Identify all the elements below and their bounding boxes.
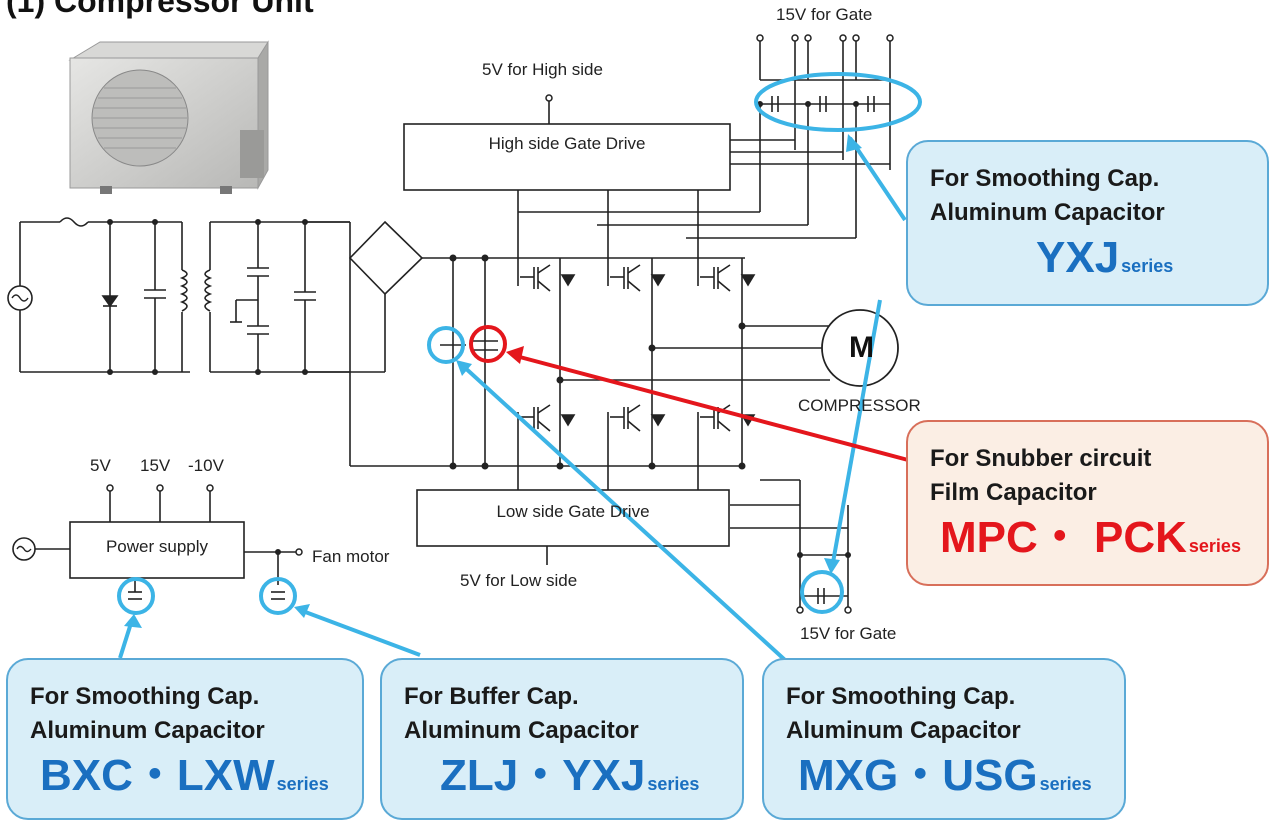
power-supply-label: Power supply [105, 537, 209, 556]
high-side-5v-label: 5V for High side [482, 60, 603, 79]
callout-mxg-usg: For Smoothing Cap. Aluminum Capacitor MX… [762, 658, 1126, 820]
callout-zlj-yxj: For Buffer Cap. Aluminum Capacitor ZLJ・Y… [380, 658, 744, 820]
motor-symbol: M [849, 331, 874, 364]
fan-motor-label: Fan motor [312, 547, 390, 566]
callout-bxc-purpose: For Smoothing Cap. [30, 683, 260, 710]
high-side-gate-drive-label: High side Gate Drive [488, 134, 646, 153]
callout-zlj-type: Aluminum Capacitor [404, 717, 639, 744]
callout-mpc-pck: For Snubber circuit Film Capacitor MPC・ … [906, 420, 1269, 586]
callout-mxg-type: Aluminum Capacitor [786, 717, 1021, 744]
gate-15v-top-label: 15V for Gate [776, 5, 873, 24]
power-15v-label: 15V [140, 456, 171, 475]
callout-mpc-purpose: For Snubber circuit [930, 445, 1152, 472]
compressor-label: COMPRESSOR [798, 396, 921, 415]
ac-unit-illustration [68, 40, 269, 194]
callout-mpc-type: Film Capacitor [930, 479, 1097, 506]
low-side-5v-label: 5V for Low side [460, 571, 578, 590]
callout-yxj-type: Aluminum Capacitor [930, 199, 1165, 226]
callout-yxj: For Smoothing Cap. Aluminum Capacitor YX… [906, 140, 1269, 306]
power-5v-label: 5V [90, 456, 111, 475]
gate-15v-bottom-label: 15V for Gate [800, 624, 897, 643]
callout-mxg-purpose: For Smoothing Cap. [786, 683, 1016, 710]
power-neg10v-label: -10V [188, 456, 224, 475]
callout-bxc-type: Aluminum Capacitor [30, 717, 265, 744]
page-title: (1) Compressor Unit [6, 0, 314, 19]
callout-zlj-purpose: For Buffer Cap. [404, 683, 579, 710]
callout-yxj-purpose: For Smoothing Cap. [930, 165, 1160, 192]
low-side-gate-drive-label: Low side Gate Drive [496, 502, 650, 521]
callout-bxc-lxw: For Smoothing Cap. Aluminum Capacitor BX… [6, 658, 364, 820]
